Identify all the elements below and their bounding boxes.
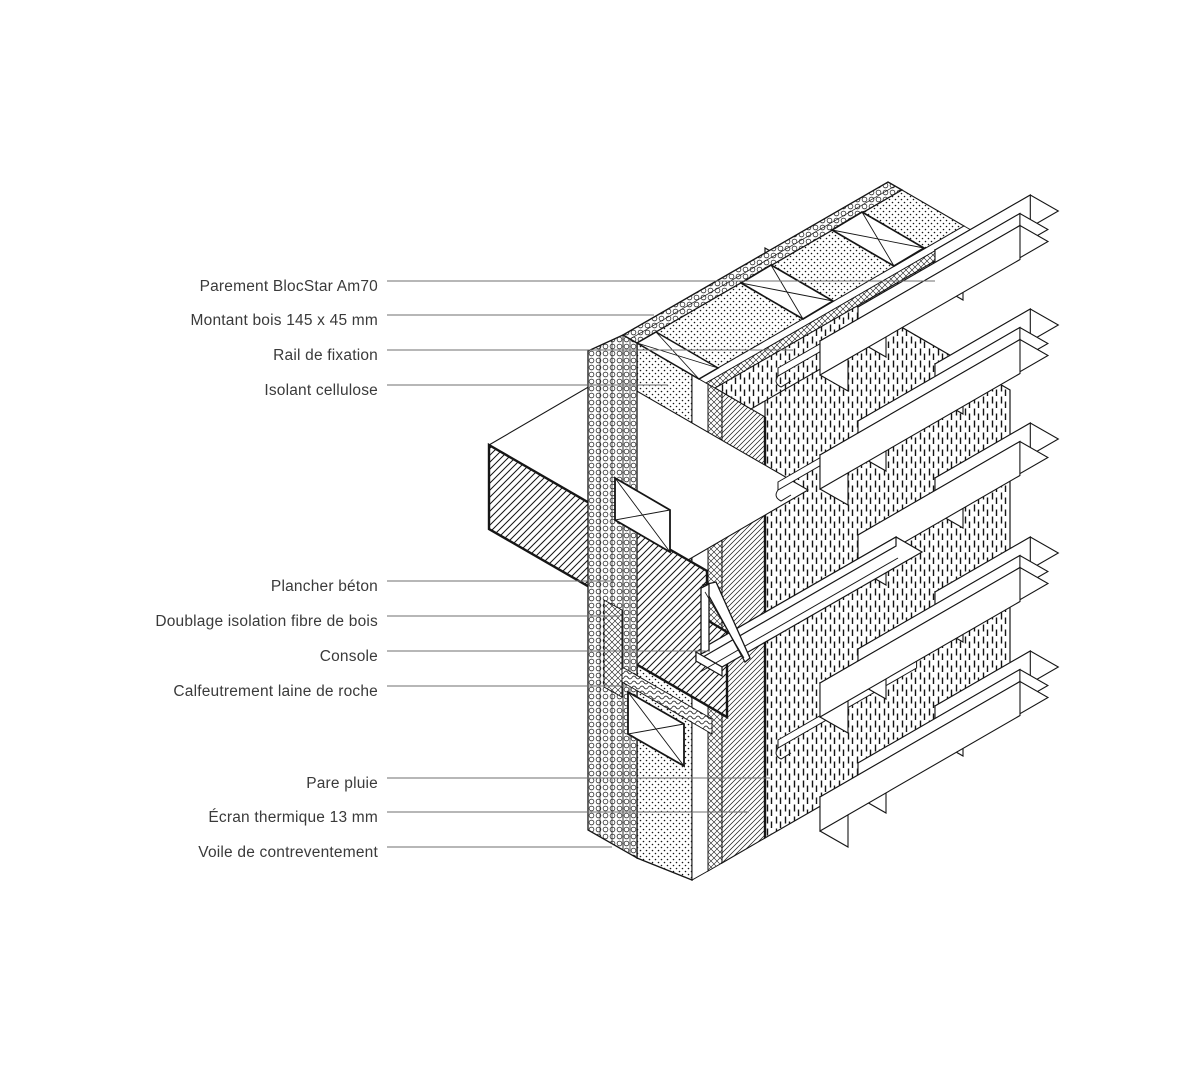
label-ecran: Écran thermique 13 mm [208,809,378,826]
console-bracket [700,581,751,663]
label-montant: Montant bois 145 x 45 mm [190,312,378,329]
label-plancher: Plancher béton [270,578,378,595]
slab-edge-details [603,476,713,768]
label-doublage: Doublage isolation fibre de bois [155,613,378,630]
support-angle [694,535,924,678]
montant-in-band-1 [739,264,835,320]
interior-lining-bands [587,334,638,860]
label-isolant: Isolant cellulose [264,382,378,399]
label-console: Console [319,648,378,665]
doublage-strip [603,599,623,698]
label-pare-pluie: Pare pluie [306,775,378,792]
parement-block-stack [818,194,1060,848]
label-voile: Voile de contreventement [198,844,378,861]
montant-in-band-end [635,331,720,380]
label-parement: Parement BlocStar Am70 [199,278,378,295]
montant-below-slab [627,690,685,768]
montant-in-band-2 [830,211,926,267]
leader-lines [387,280,935,848]
label-calfeutrement: Calfeutrement laine de roche [173,683,378,700]
label-rail: Rail de fixation [273,347,378,364]
montant-above-slab [614,476,671,554]
